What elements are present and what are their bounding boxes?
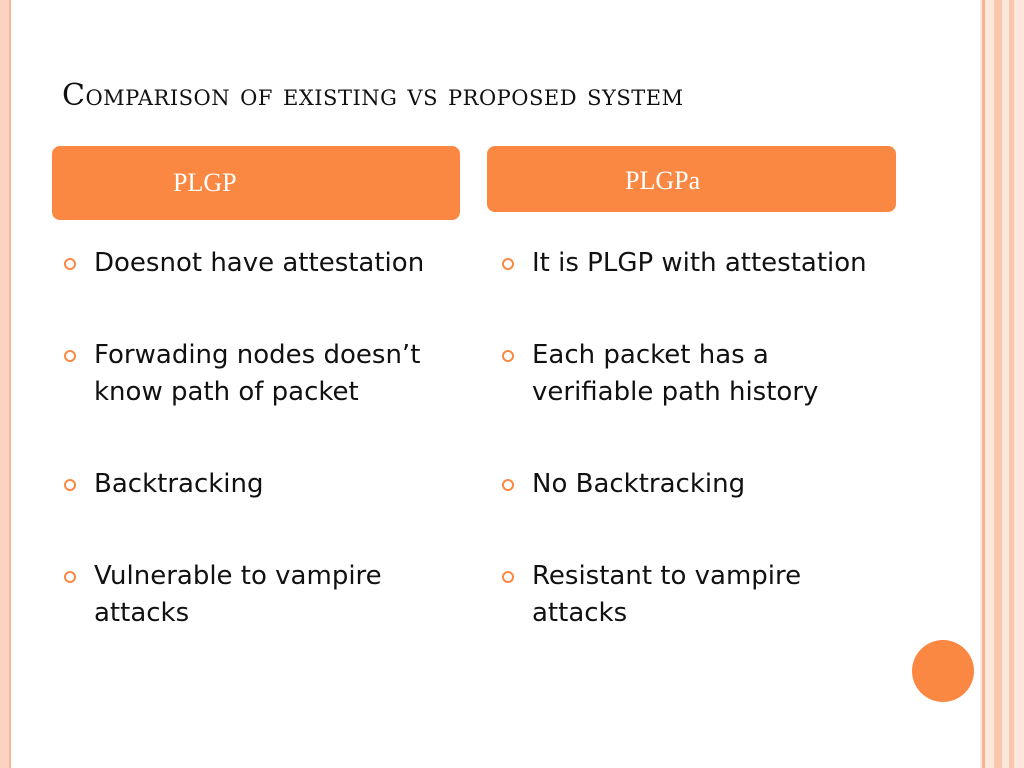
bullet-text: It is PLGP with attestation — [532, 248, 867, 278]
left-column-header: PLGP — [52, 146, 460, 220]
bullet-text: Vulnerable to vampire attacks — [94, 561, 382, 628]
list-item: Forwading nodes doesn’t know path of pac… — [60, 337, 460, 411]
list-item: Each packet has a verifiable path histor… — [498, 337, 898, 411]
list-item: Backtracking — [60, 466, 460, 503]
bullet-text: No Backtracking — [532, 469, 746, 499]
bullet-ring-icon — [64, 479, 76, 491]
right-column-header-label: PLGPa — [625, 166, 701, 195]
left-bullet-list: Doesnot have attestation Forwading nodes… — [60, 245, 460, 687]
bullet-ring-icon — [502, 571, 514, 583]
bullet-ring-icon — [502, 479, 514, 491]
decorative-circle — [912, 640, 974, 702]
right-frame-line — [982, 0, 985, 768]
bullet-text: Resistant to vampire attacks — [532, 561, 802, 628]
bullet-ring-icon — [64, 258, 76, 270]
left-column-header-label: PLGP — [173, 168, 237, 197]
right-frame-line — [994, 0, 1002, 768]
right-column-header: PLGPa — [487, 146, 896, 212]
right-frame-band — [980, 0, 1024, 768]
bullet-ring-icon — [502, 258, 514, 270]
list-item: It is PLGP with attestation — [498, 245, 898, 282]
bullet-text: Each packet has a verifiable path histor… — [532, 340, 819, 407]
bullet-text: Doesnot have attestation — [94, 248, 425, 278]
list-item: Resistant to vampire attacks — [498, 558, 898, 632]
bullet-ring-icon — [64, 571, 76, 583]
slide-title: Comparison of existing vs proposed syste… — [62, 78, 684, 113]
right-frame-line — [1009, 0, 1014, 768]
bullet-text: Backtracking — [94, 469, 264, 499]
bullet-ring-icon — [64, 350, 76, 362]
left-frame-band — [0, 0, 9, 768]
bullet-text: Forwading nodes doesn’t know path of pac… — [94, 340, 421, 407]
left-frame-line — [9, 0, 11, 768]
right-bullet-list: It is PLGP with attestation Each packet … — [498, 245, 898, 687]
list-item: Doesnot have attestation — [60, 245, 460, 282]
bullet-ring-icon — [502, 350, 514, 362]
list-item: No Backtracking — [498, 466, 898, 503]
list-item: Vulnerable to vampire attacks — [60, 558, 460, 632]
